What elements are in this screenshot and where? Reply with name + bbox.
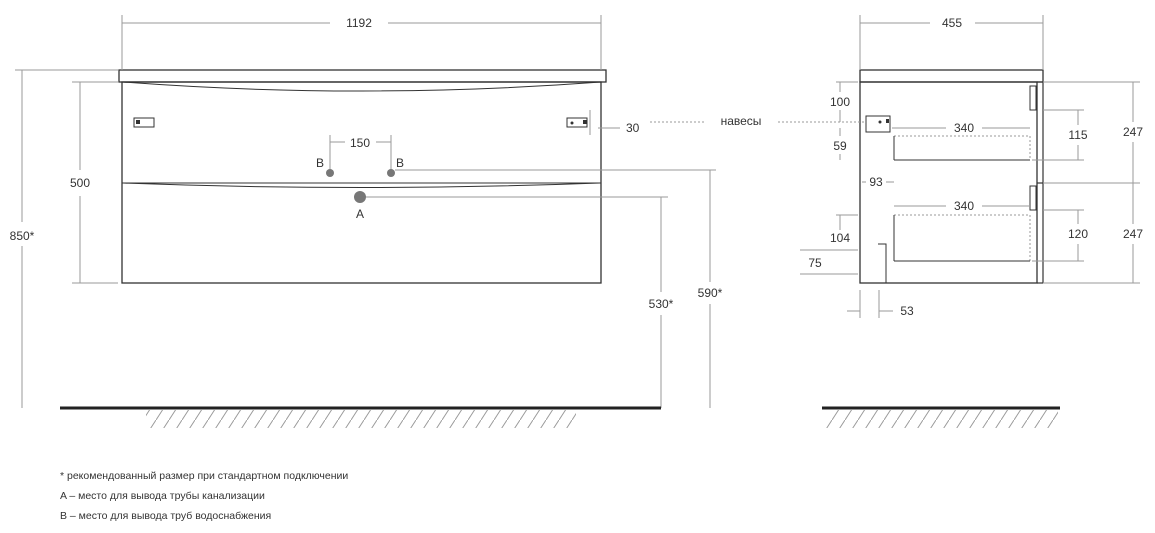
- footnote-outlet-b: B – место для вывода труб водоснабжения: [60, 510, 272, 522]
- drawer-box-bottom: [893, 214, 1031, 262]
- dim-340-top-label: 340: [954, 121, 974, 135]
- dim-115-label: 115: [1068, 128, 1087, 142]
- pipe-spacing-label: 150: [350, 136, 370, 150]
- dim-104-label: 104: [830, 231, 850, 245]
- outlet-a: [354, 191, 366, 203]
- front-floor-hatch: [146, 410, 576, 428]
- drawer-front-bottom: [1029, 185, 1037, 211]
- hinge-offset-label: 30: [626, 121, 640, 135]
- footnote-recommended: * рекомендованный размер при стандартном…: [60, 470, 349, 482]
- dim-59-label: 59: [833, 139, 847, 153]
- dim-120-label: 120: [1068, 227, 1088, 241]
- side-countertop: [859, 69, 1044, 83]
- drawer-front-top: [1029, 85, 1037, 111]
- outlet-b-right-label: B: [396, 156, 404, 170]
- dim-100-label: 100: [830, 95, 850, 109]
- hinge-right-icon: [566, 117, 588, 128]
- hinge-left-icon: [133, 117, 155, 128]
- hinge-label: навесы: [721, 114, 762, 128]
- outlet-b-right: [387, 169, 395, 177]
- dim-247-top-label: 247: [1123, 125, 1143, 139]
- footnote-outlet-a: A – место для вывода трубы канализации: [60, 490, 265, 502]
- side-view: навесы 455 100 59 340 11: [721, 15, 1143, 428]
- bottom-cutout: [878, 243, 887, 283]
- outlet-a-height-label: 530*: [649, 297, 674, 311]
- front-total-height-label: 850*: [10, 229, 35, 243]
- footnotes: * рекомендованный размер при стандартном…: [60, 466, 348, 526]
- dim-53-label: 53: [900, 304, 914, 318]
- front-height-body-label: 500: [70, 176, 90, 190]
- front-view: 1192 500 850* 30 150 B B A 530*: [10, 15, 723, 428]
- side-floor-hatch: [826, 410, 1058, 428]
- dim-93-label: 93: [869, 175, 883, 189]
- front-width-label: 1192: [346, 16, 372, 30]
- dim-340-bottom-label: 340: [954, 199, 974, 213]
- front-top-curve: [122, 81, 602, 92]
- side-depth-label: 455: [942, 16, 962, 30]
- outlet-b-left: [326, 169, 334, 177]
- front-countertop: [118, 69, 607, 83]
- outlet-b-left-label: B: [316, 156, 324, 170]
- dim-247-bottom-label: 247: [1123, 227, 1143, 241]
- outlet-a-label: A: [356, 207, 364, 221]
- drawer-box-top: [893, 135, 1031, 161]
- outlet-b-height-label: 590*: [698, 286, 723, 300]
- drawer-curve: [122, 182, 601, 188]
- side-hinge-icon: [865, 115, 891, 133]
- dim-75-label: 75: [808, 256, 822, 270]
